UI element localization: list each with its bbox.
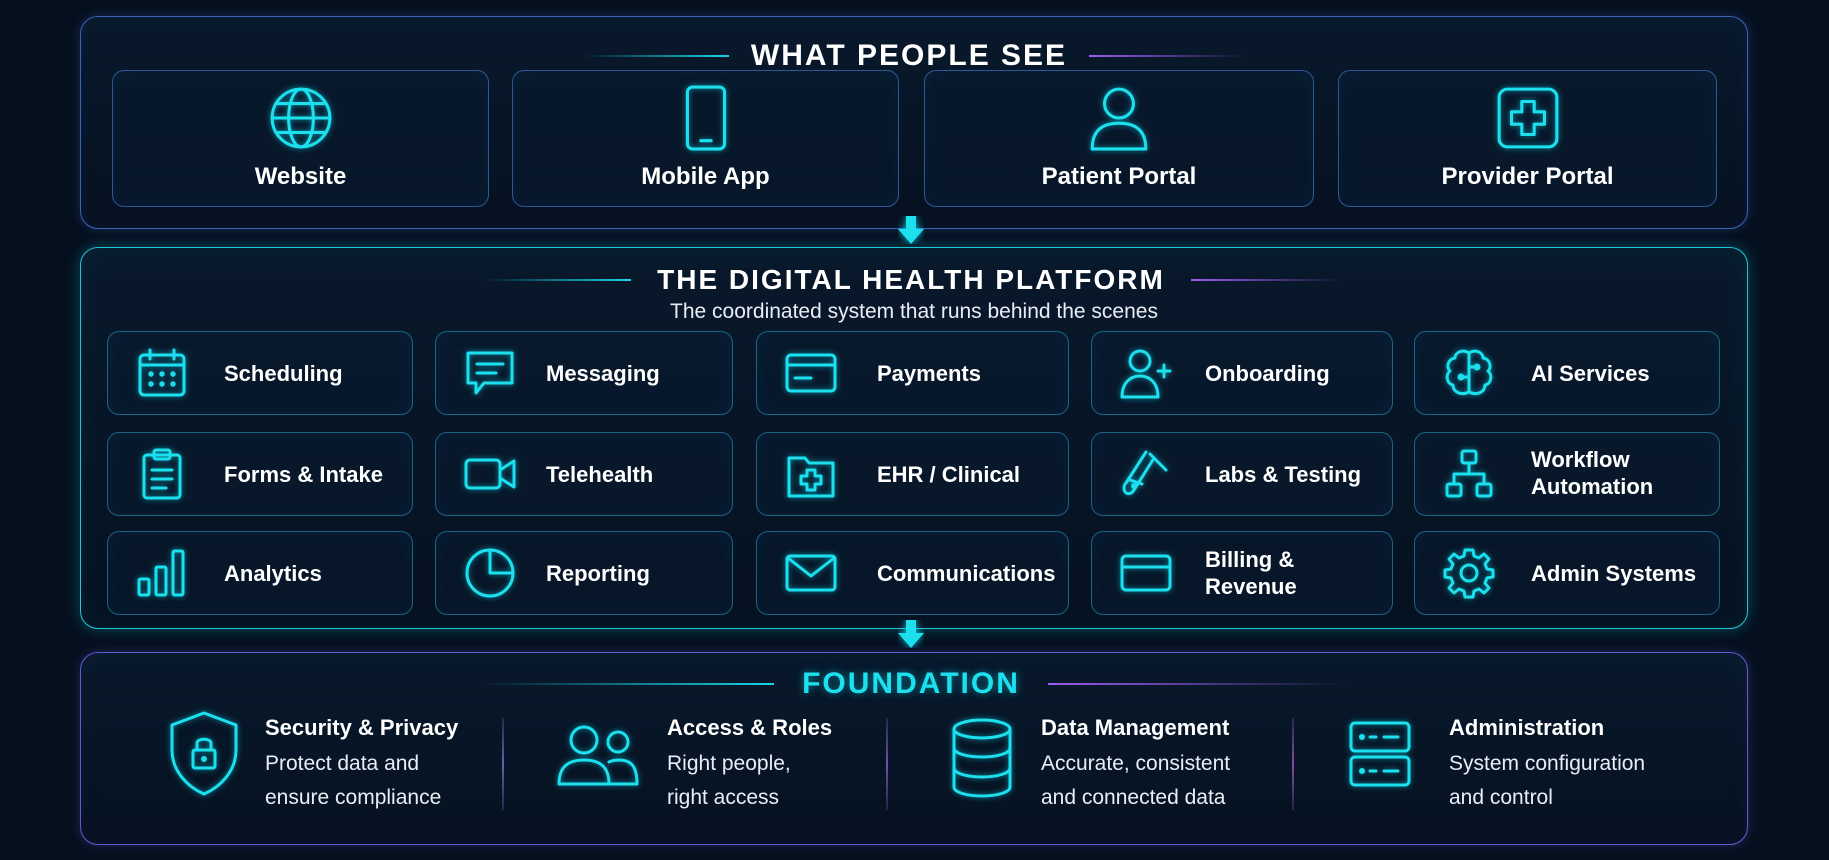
foundation-item-title: Security & Privacy bbox=[265, 715, 459, 740]
channel-card-patient-portal[interactable]: Patient Portal bbox=[924, 70, 1314, 207]
foundation-item-desc-line1: Accurate, consistent bbox=[1041, 752, 1231, 775]
header-line-left bbox=[582, 55, 729, 57]
platform-panel: THE DIGITAL HEALTH PLATFORM The coordina… bbox=[80, 247, 1748, 629]
service-card-reporting[interactable]: Reporting bbox=[435, 531, 733, 615]
service-card-billing-revenue[interactable]: Billing & Revenue bbox=[1091, 531, 1393, 615]
gear-icon bbox=[1443, 547, 1495, 599]
header-line-right bbox=[1047, 683, 1346, 685]
foundation-item-title: Administration bbox=[1449, 715, 1605, 740]
service-card-admin-systems[interactable]: Admin Systems bbox=[1414, 531, 1720, 615]
foundation-item-desc-line1: Right people, bbox=[667, 752, 791, 775]
what-people-see-title: WHAT PEOPLE SEE bbox=[750, 39, 1068, 72]
service-label: AI Services bbox=[1531, 360, 1650, 386]
video-camera-icon bbox=[464, 448, 516, 500]
calendar-icon bbox=[136, 347, 188, 399]
database-icon bbox=[950, 718, 1014, 798]
shield-lock-icon bbox=[168, 710, 240, 796]
foundation-header: FOUNDATION bbox=[81, 667, 1747, 701]
service-label: Reporting bbox=[546, 560, 650, 586]
service-label: Onboarding bbox=[1205, 360, 1330, 386]
foundation-item-desc-line2: ensure compliance bbox=[265, 786, 442, 809]
foundation-item-desc-line2: and connected data bbox=[1041, 786, 1226, 809]
channel-label: Mobile App bbox=[641, 163, 770, 190]
foundation-item-desc-line1: Protect data and bbox=[265, 752, 420, 775]
service-card-telehealth[interactable]: Telehealth bbox=[435, 432, 733, 516]
foundation-item-desc-line2: and control bbox=[1449, 786, 1553, 809]
service-label: Communications bbox=[877, 560, 1056, 586]
channel-card-website[interactable]: Website bbox=[112, 70, 489, 207]
medical-folder-icon bbox=[785, 448, 837, 500]
platform-header: THE DIGITAL HEALTH PLATFORM bbox=[81, 264, 1747, 296]
server-icon bbox=[1348, 720, 1412, 788]
service-label: Payments bbox=[877, 360, 981, 386]
person-icon bbox=[1086, 85, 1152, 151]
divider bbox=[1292, 718, 1294, 810]
envelope-icon bbox=[785, 547, 837, 599]
bar-chart-icon bbox=[136, 547, 188, 599]
header-line-left bbox=[485, 279, 632, 281]
channel-label: Patient Portal bbox=[1041, 163, 1197, 190]
service-label: Admin Systems bbox=[1531, 560, 1697, 586]
service-card-ai-services[interactable]: AI Services bbox=[1414, 331, 1720, 415]
add-user-icon bbox=[1120, 347, 1172, 399]
header-line-right bbox=[1089, 55, 1246, 57]
service-card-workflow-automation[interactable]: Workflow Automation bbox=[1414, 432, 1720, 516]
smartphone-icon bbox=[673, 85, 739, 151]
platform-subtitle: The coordinated system that runs behind … bbox=[670, 300, 1158, 323]
service-card-labs-testing[interactable]: Labs & Testing bbox=[1091, 432, 1393, 516]
foundation-item-desc-line2: right access bbox=[667, 786, 780, 809]
brain-icon bbox=[1443, 347, 1495, 399]
service-card-payments[interactable]: Payments bbox=[756, 331, 1069, 415]
users-icon bbox=[556, 718, 640, 790]
what-people-see-panel: WHAT PEOPLE SEE Website Mobile App Patie… bbox=[80, 16, 1748, 229]
foundation-item-title: Access & Roles bbox=[667, 715, 833, 740]
pie-chart-icon bbox=[464, 547, 516, 599]
channel-label: Website bbox=[254, 163, 347, 190]
service-label: Forms & Intake bbox=[224, 461, 383, 487]
globe-icon bbox=[268, 85, 334, 151]
channel-card-mobile-app[interactable]: Mobile App bbox=[512, 70, 899, 207]
service-label: Scheduling bbox=[224, 360, 343, 386]
divider bbox=[886, 718, 888, 810]
service-label-multiline: Workflow Automation bbox=[1531, 446, 1653, 500]
platform-title: THE DIGITAL HEALTH PLATFORM bbox=[657, 264, 1165, 295]
service-label: Telehealth bbox=[546, 461, 654, 487]
service-label: Analytics bbox=[224, 560, 322, 586]
service-card-analytics[interactable]: Analytics bbox=[107, 531, 413, 615]
channel-label: Provider Portal bbox=[1441, 163, 1614, 190]
clipboard-icon bbox=[136, 448, 188, 500]
header-line-left bbox=[482, 683, 775, 685]
flow-arrow-down-icon bbox=[898, 216, 924, 244]
service-label: Messaging bbox=[546, 360, 660, 386]
chat-bubble-icon bbox=[464, 347, 516, 399]
service-card-messaging[interactable]: Messaging bbox=[435, 331, 733, 415]
billing-card-icon bbox=[1120, 547, 1172, 599]
header-line-right bbox=[1190, 279, 1343, 281]
workflow-icon bbox=[1443, 448, 1495, 500]
service-card-onboarding[interactable]: Onboarding bbox=[1091, 331, 1393, 415]
what-people-see-header: WHAT PEOPLE SEE bbox=[81, 39, 1747, 73]
channel-card-provider-portal[interactable]: Provider Portal bbox=[1338, 70, 1717, 207]
foundation-panel: FOUNDATION bbox=[80, 652, 1748, 845]
foundation-item-title: Data Management bbox=[1041, 715, 1230, 740]
service-label-line2: Automation bbox=[1531, 474, 1654, 499]
service-label: EHR / Clinical bbox=[877, 461, 1021, 487]
service-label: Labs & Testing bbox=[1205, 461, 1362, 487]
foundation-title: FOUNDATION bbox=[802, 667, 1020, 700]
foundation-item-desc-line1: System configuration bbox=[1449, 752, 1646, 775]
service-card-forms-intake[interactable]: Forms & Intake bbox=[107, 432, 413, 516]
card-icon bbox=[785, 347, 837, 399]
test-tube-icon bbox=[1120, 448, 1172, 500]
service-card-scheduling[interactable]: Scheduling bbox=[107, 331, 413, 415]
divider bbox=[502, 718, 504, 810]
service-card-ehr-clinical[interactable]: EHR / Clinical bbox=[756, 432, 1069, 516]
service-card-communications[interactable]: Communications bbox=[756, 531, 1069, 615]
service-label: Billing & Revenue bbox=[1205, 547, 1297, 599]
flow-arrow-down-icon bbox=[898, 620, 924, 648]
service-label-line1: Workflow bbox=[1531, 447, 1630, 472]
medical-cross-icon bbox=[1495, 85, 1561, 151]
